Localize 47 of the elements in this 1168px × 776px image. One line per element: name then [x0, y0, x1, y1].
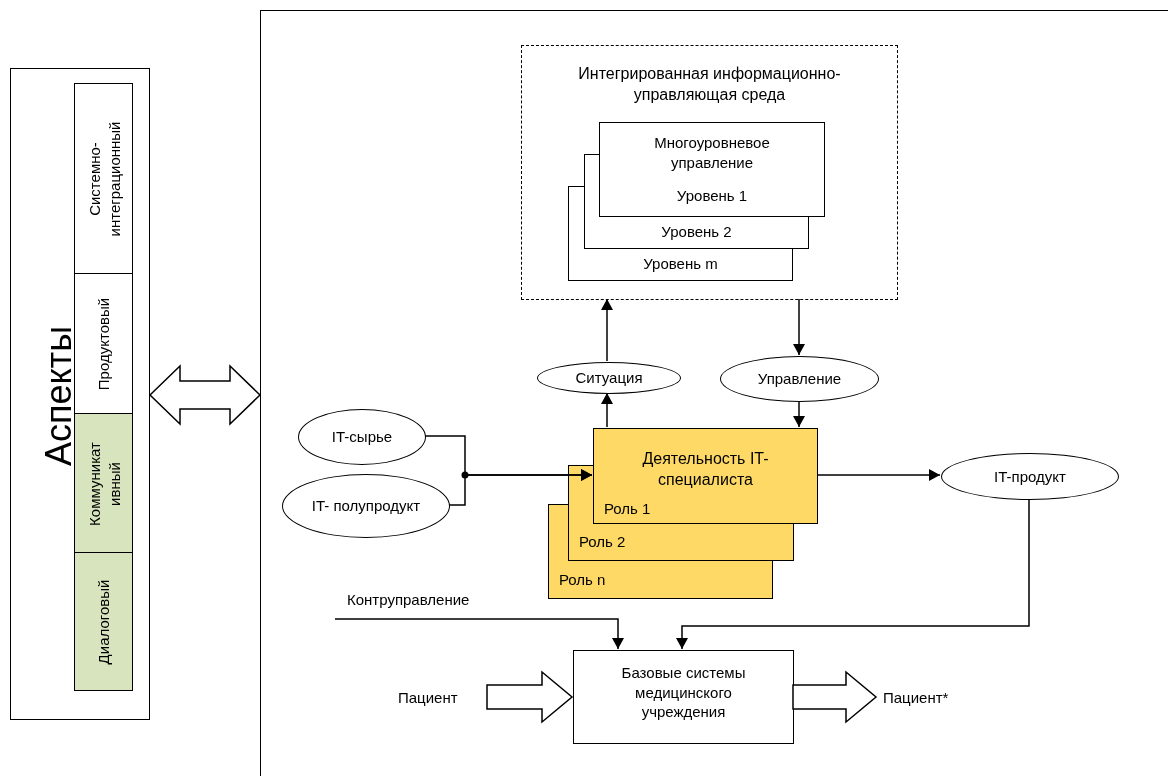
node-label: Уровень 1: [675, 186, 749, 206]
node-label: IT-сырье: [331, 427, 393, 447]
node-label: IT-продукт: [994, 466, 1066, 487]
node-label: Роль 1: [604, 499, 651, 519]
arrow: [334, 618, 624, 650]
process-box: [573, 650, 794, 744]
node-label: Пациент*: [883, 688, 949, 708]
node-label: Деятельность IT-специалиста: [641, 449, 770, 490]
node-label: Роль n: [559, 570, 606, 590]
environment-box: [521, 45, 898, 300]
node-label: Интегрированная информационно- управляющая среда: [577, 64, 842, 105]
arrow: [601, 392, 613, 428]
aspect-cell: [74, 413, 133, 554]
node-label: Пациент: [398, 688, 458, 708]
node-label: Базовые системы медицинского учреждения: [620, 663, 747, 722]
aspect-cell: [74, 83, 133, 275]
node-label: Продуктовый: [93, 296, 113, 393]
system-frame: [260, 10, 1168, 776]
block-arrow: [486, 670, 574, 724]
node-label: Ситуация: [575, 368, 643, 388]
arrow: [793, 298, 805, 356]
role-box: [548, 561, 773, 599]
node-label: Диалоговый: [93, 578, 113, 667]
arrow: [816, 469, 941, 481]
node-label: Роль 2: [579, 532, 626, 552]
node-label: Уровень m: [642, 254, 719, 274]
node-label: Системно- интеграционный: [84, 120, 123, 239]
node-label: Уровень 2: [660, 222, 733, 242]
level-box: [568, 249, 793, 281]
node-label: Многоуровневое управление: [653, 133, 771, 172]
block-arrow: [792, 670, 878, 724]
arrow: [601, 298, 613, 362]
aspect-cell: [74, 273, 133, 415]
node-label: Аспекты: [36, 326, 80, 466]
aspect-cell: [74, 552, 133, 691]
node-label: Управление: [757, 369, 842, 389]
node-label: Коммуникат ивный: [84, 440, 123, 528]
block-arrow: [148, 364, 262, 426]
aspects-panel: [10, 68, 150, 720]
level-box: [584, 217, 809, 249]
level-box: [599, 122, 825, 217]
role-box: [568, 524, 794, 561]
arrow: [676, 498, 1030, 650]
arrow: [448, 469, 593, 506]
arrow: [793, 400, 805, 428]
node-label: IT- полупродукт: [311, 496, 421, 516]
role-box: [593, 428, 818, 524]
